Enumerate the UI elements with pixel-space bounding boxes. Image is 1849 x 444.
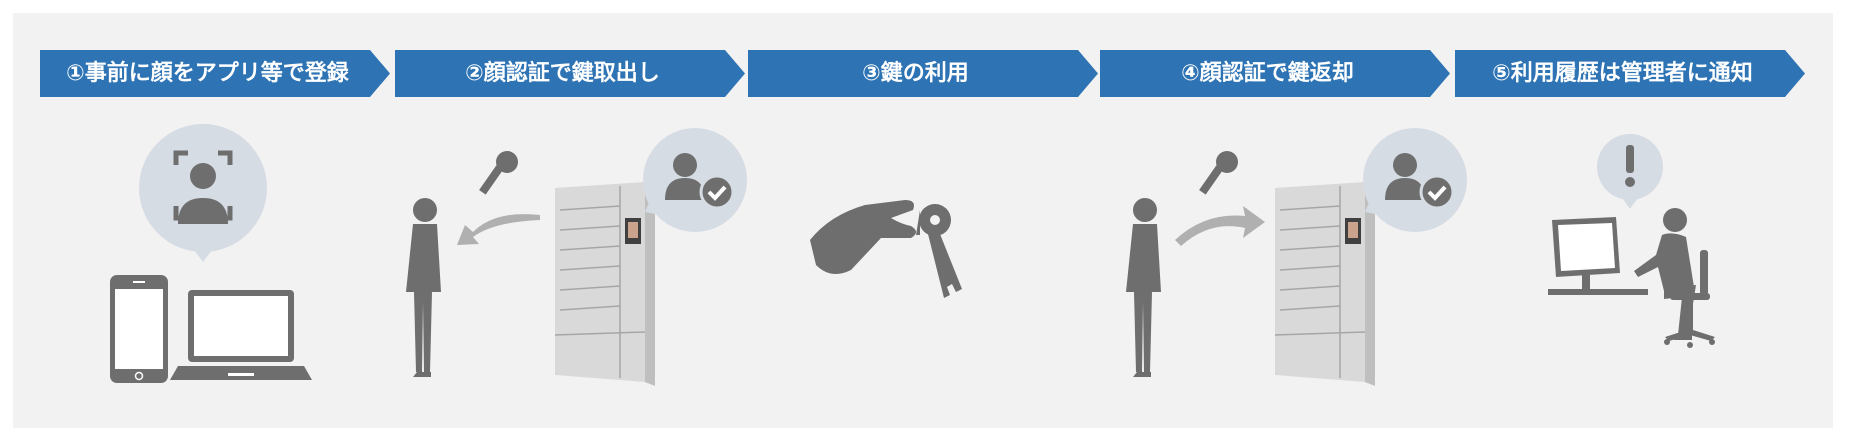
step-1-arrow-shape [40, 50, 390, 97]
return-arrow [1175, 206, 1265, 246]
step-5-arrow-shape [1455, 50, 1805, 97]
step-5-banner: ⑤利用履歴は管理者に通知 [1455, 50, 1805, 97]
key-icon [479, 151, 518, 195]
step-3-banner: ③鍵の利用 [748, 50, 1098, 97]
face-scan-person [178, 163, 228, 224]
step-2-banner: ②顔認証で鍵取出し [395, 50, 745, 97]
step-5-illustration [1548, 134, 1715, 348]
step-1-label: ①事前に顔をアプリ等で登録 [66, 61, 349, 86]
step-4-arrow-shape [1100, 50, 1450, 97]
step-3-arrow-shape [748, 50, 1098, 97]
step-4-banner: ④顔認証で鍵返却 [1100, 50, 1450, 97]
laptop-icon [170, 290, 312, 380]
speech-bubble [139, 124, 267, 262]
step-3-illustration [810, 200, 962, 298]
desktop-monitor-icon [1548, 217, 1648, 295]
step-3-label: ③鍵の利用 [862, 61, 969, 86]
office-chair-icon [1664, 250, 1715, 348]
step-2-label: ②顔認証で鍵取出し [465, 61, 660, 86]
key-cabinet [554, 182, 655, 386]
admin-person-silhouette [1634, 208, 1696, 340]
step-1-banner: ①事前に顔をアプリ等で登録 [40, 50, 390, 97]
smartphone-icon [110, 275, 168, 383]
person-silhouette [406, 198, 441, 377]
person-check-icon [665, 153, 735, 210]
person-silhouette [1126, 198, 1161, 377]
step-1-illustration [110, 124, 312, 383]
hand-icon [810, 200, 916, 274]
key-bunch-icon [916, 204, 962, 298]
take-out-arrow [457, 214, 540, 245]
step-2-illustration [406, 128, 747, 386]
key-icon [1199, 151, 1238, 195]
person-check-icon [1385, 153, 1455, 210]
key-cabinet [1274, 182, 1375, 386]
step-4-illustration [1126, 128, 1467, 386]
step-4-label: ④顔認証で鍵返却 [1181, 61, 1354, 86]
alert-icon [1625, 145, 1635, 187]
step-2-arrow-shape [395, 50, 745, 97]
step-5-label: ⑤利用履歴は管理者に通知 [1492, 61, 1753, 86]
